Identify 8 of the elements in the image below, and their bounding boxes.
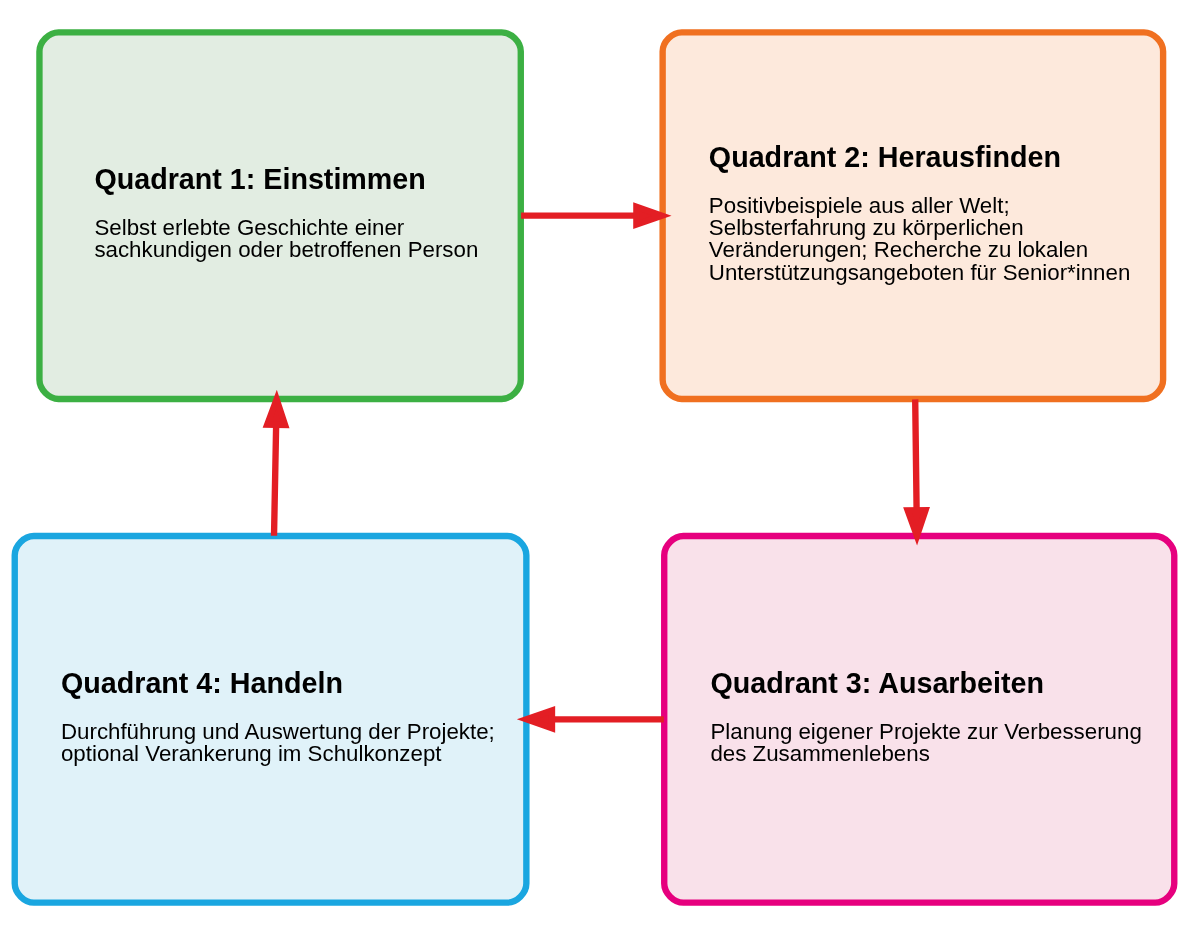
arrow	[521, 202, 672, 230]
node-box: Quadrant 4: Handeln Durchführung und Auswertung der Projekte; optional Verankerung im Schulkonzept	[11, 532, 530, 906]
arrow	[516, 705, 664, 733]
node-box: Quadrant 1: Einstimmen Selbst erlebte Geschichte einer sachkundigen oder betroffenen Person	[36, 29, 524, 403]
node-box: Quadrant 3: Ausarbeiten Planung eigener Projekte zur Verbesserung des Zusammenlebens	[661, 532, 1178, 906]
arrow	[262, 389, 290, 536]
node-box: Quadrant 2: Herausfinden Positivbeispiele aus aller Welt; Selbsterfahrung zu körperlichen Veränderungen; Recherche zu lokalen Unterstützungsangeboten für Senior*innen	[659, 29, 1167, 403]
arrow	[903, 399, 930, 546]
